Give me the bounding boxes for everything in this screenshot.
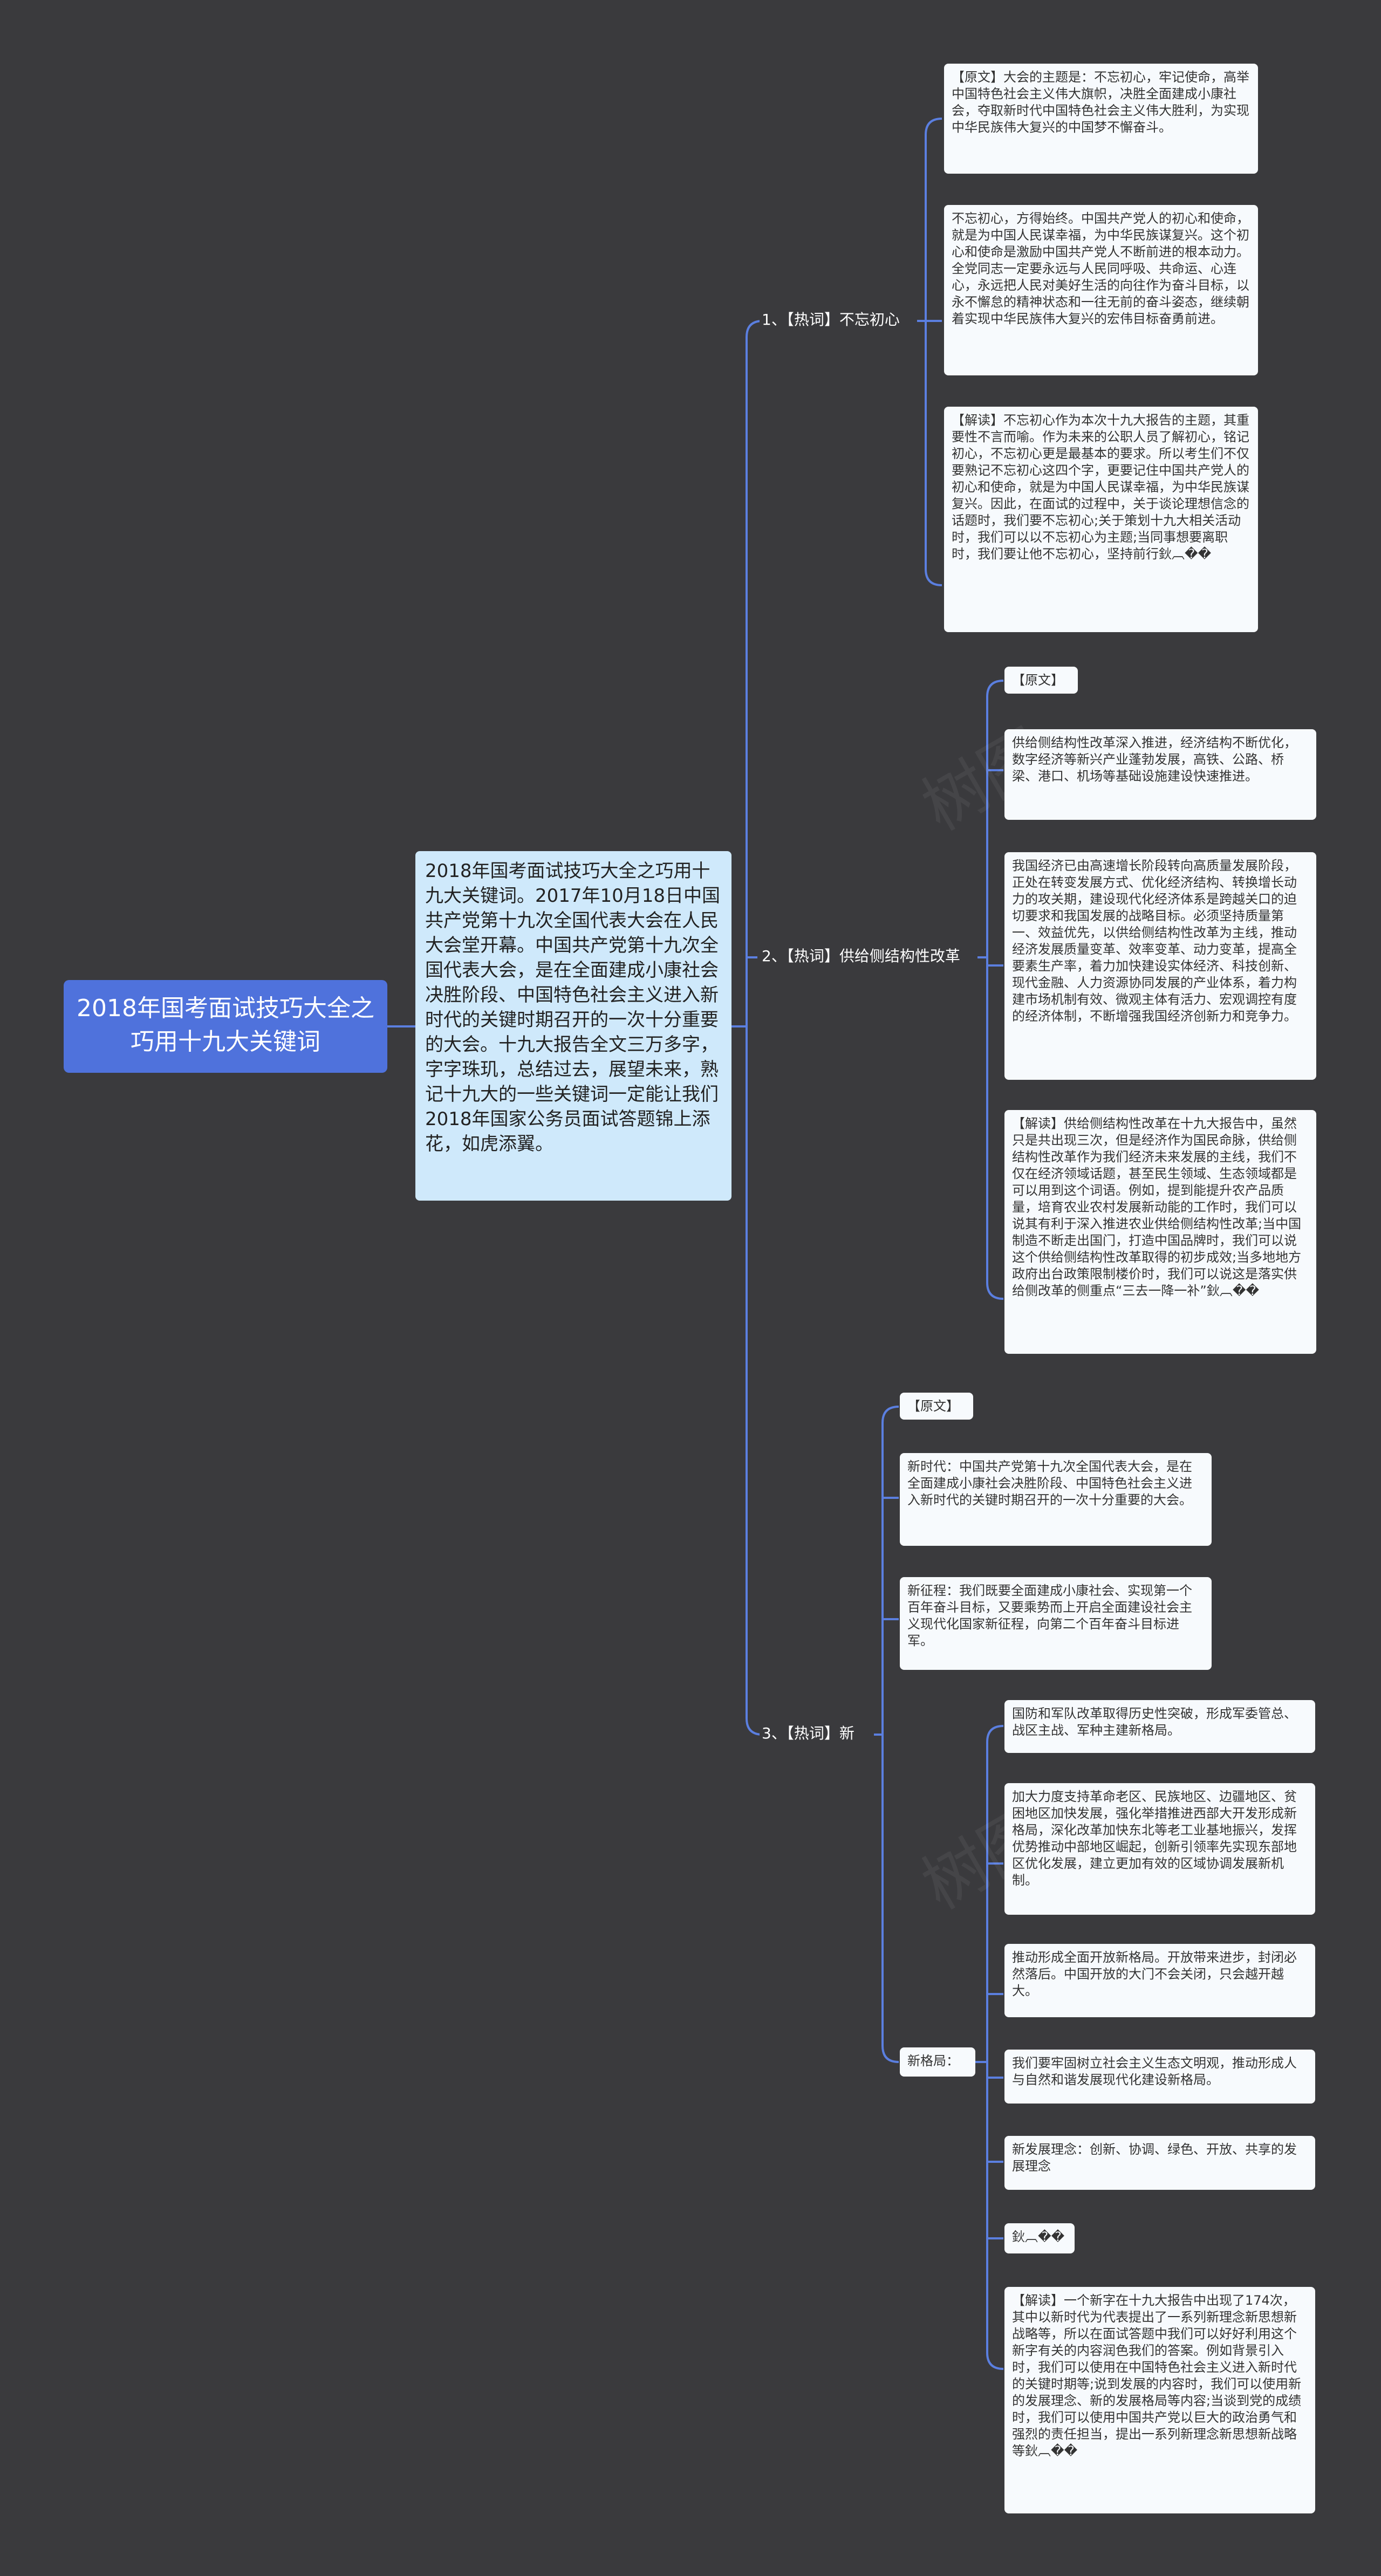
pattern-card-opening[interactable]: 推动形成全面开放新格局。开放带来进步，封闭必然落后。中国开放的大门不会关闭，只会… bbox=[1004, 1944, 1315, 2017]
b3-card-original[interactable]: 【原文】 bbox=[900, 1393, 973, 1420]
b1-card-interpretation[interactable]: 【解读】不忘初心作为本次十九大报告的主题，其重要性不言而喻。作为未来的公职人员了… bbox=[944, 407, 1258, 632]
branch-3-label[interactable]: 3、【热词】新 bbox=[760, 1723, 857, 1744]
b2-card-original[interactable]: 【原文】 bbox=[1004, 667, 1078, 694]
b3-sub-new-pattern[interactable]: 新格局： bbox=[900, 2047, 975, 2077]
pattern-card-defense[interactable]: 国防和军队改革取得历史性突破，形成军委管总、战区主战、军种主建新格局。 bbox=[1004, 1700, 1315, 1753]
pattern-card-regions[interactable]: 加大力度支持革命老区、民族地区、边疆地区、贫困地区加快发展，强化举措推进西部大开… bbox=[1004, 1783, 1315, 1915]
b3-card-new-era[interactable]: 新时代：中国共产党第十九次全国代表大会，是在全面建成小康社会决胜阶段、中国特色社… bbox=[900, 1453, 1212, 1546]
b2-card-supply-side[interactable]: 供给侧结构性改革深入推进，经济结构不断优化，数字经济等新兴产业蓬勃发展，高铁、公… bbox=[1004, 729, 1316, 820]
branch-2-label[interactable]: 2、【热词】供给侧结构性改革 bbox=[760, 946, 962, 967]
pattern-card-interpretation[interactable]: 【解读】一个新字在十九大报告中出现了174次，其中以新时代为代表提出了一系列新理… bbox=[1004, 2287, 1315, 2513]
b2-card-interpretation[interactable]: 【解读】供给侧结构性改革在十九大报告中，虽然只是共出现三次，但是经济作为国民命脉… bbox=[1004, 1110, 1316, 1354]
b1-card-body[interactable]: 不忘初心，方得始终。中国共产党人的初心和使命，就是为中国人民谋幸福，为中华民族谋… bbox=[944, 205, 1258, 375]
intro-card[interactable]: 2018年国考面试技巧大全之巧用十九大关键词。2017年10月18日中国共产党第… bbox=[415, 851, 731, 1201]
root-topic[interactable]: 2018年国考面试技巧大全之巧用十九大关键词 bbox=[64, 980, 387, 1073]
pattern-card-concepts[interactable]: 新发展理念：创新、协调、绿色、开放、共享的发展理念 bbox=[1004, 2136, 1315, 2190]
pattern-card-ecology[interactable]: 我们要牢固树立社会主义生态文明观，推动形成人与自然和谐发展现代化建设新格局。 bbox=[1004, 2050, 1315, 2104]
b1-card-original[interactable]: 【原文】大会的主题是：不忘初心，牢记使命，高举中国特色社会主义伟大旗帜，决胜全面… bbox=[944, 64, 1258, 174]
b3-card-new-journey[interactable]: 新征程：我们既要全面建成小康社会、实现第一个百年奋斗目标，又要乘势而上开启全面建… bbox=[900, 1577, 1212, 1670]
pattern-card-ellipsis[interactable]: 鈥︹�� bbox=[1004, 2223, 1075, 2253]
branch-1-label[interactable]: 1、【热词】不忘初心 bbox=[760, 309, 902, 331]
b2-card-economy[interactable]: 我国经济已由高速增长阶段转向高质量发展阶段，正处在转变发展方式、优化经济结构、转… bbox=[1004, 852, 1316, 1080]
